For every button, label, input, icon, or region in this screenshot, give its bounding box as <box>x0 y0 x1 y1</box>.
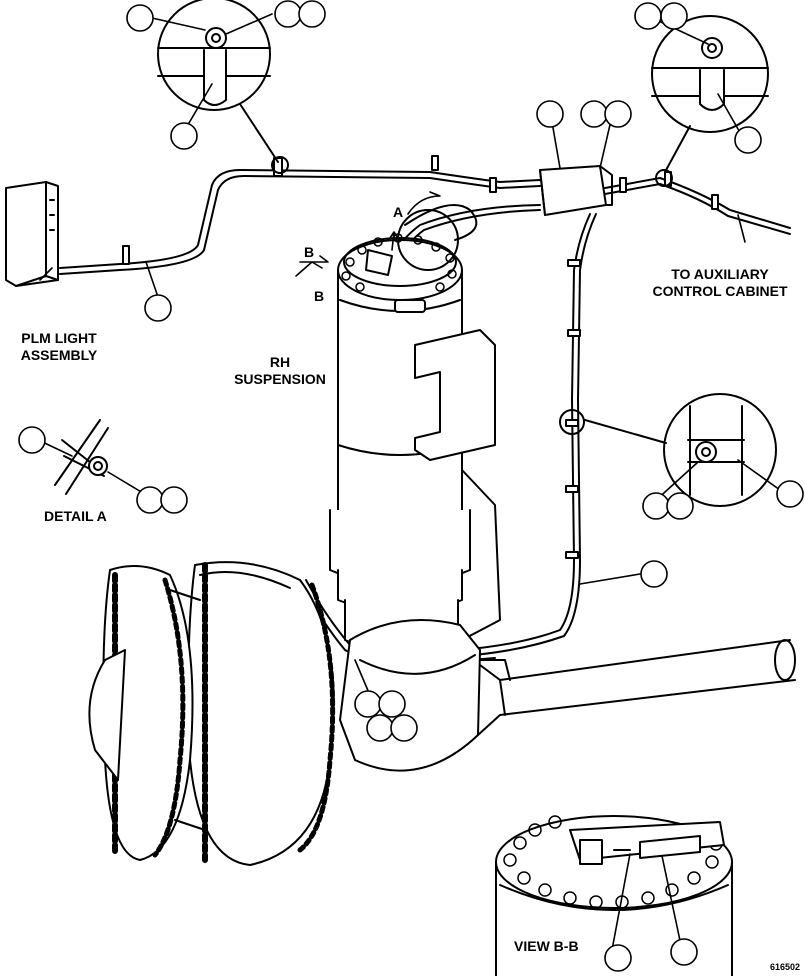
plm-label-line-1: PLM LIGHT <box>21 330 97 346</box>
junction-box <box>539 165 613 216</box>
plm-light-assembly-label: PLM LIGHT ASSEMBLY <box>4 330 114 364</box>
rh-suspension <box>329 233 501 772</box>
detail-circle-a <box>397 204 478 271</box>
view-bb <box>495 815 733 976</box>
detail-a-clamp <box>54 419 109 495</box>
view-marker-a: A <box>393 204 403 221</box>
rh-label-line-2: SUSPENSION <box>234 371 326 387</box>
view-arrows <box>295 191 441 277</box>
marker-a-text: A <box>393 204 404 220</box>
aux-label-line-2: CONTROL CABINET <box>652 283 788 299</box>
rh-suspension-label: RH SUSPENSION <box>226 354 334 388</box>
harness-clips <box>122 155 719 559</box>
aux-control-cabinet-label: TO AUXILIARY CONTROL CABINET <box>640 266 800 300</box>
detail-circle-top-right <box>651 15 769 187</box>
axle-arm <box>477 639 796 736</box>
figure-id-text: 616502 <box>770 962 801 972</box>
marker-b-top-text: B <box>304 244 315 260</box>
marker-b-bottom-text: B <box>314 288 325 304</box>
view-bb-text: VIEW B-B <box>514 938 579 954</box>
plm-label-line-2: ASSEMBLY <box>20 347 98 363</box>
wheel-assembly <box>88 561 336 866</box>
callout-balloons <box>18 0 804 972</box>
figure-id: 616502 <box>770 962 800 972</box>
top-bolt-ring <box>341 233 457 292</box>
view-bb-label: VIEW B-B <box>514 938 579 955</box>
rh-label-line-1: RH <box>269 354 291 370</box>
view-marker-b-bottom: B <box>314 288 324 305</box>
plm-light-assembly <box>5 181 59 287</box>
detail-a-text: DETAIL A <box>44 508 107 524</box>
detail-a-label: DETAIL A <box>44 508 107 525</box>
aux-label-line-1: TO AUXILIARY <box>671 266 769 282</box>
view-marker-b-top: B <box>304 244 314 261</box>
detail-circle-right <box>559 393 777 507</box>
